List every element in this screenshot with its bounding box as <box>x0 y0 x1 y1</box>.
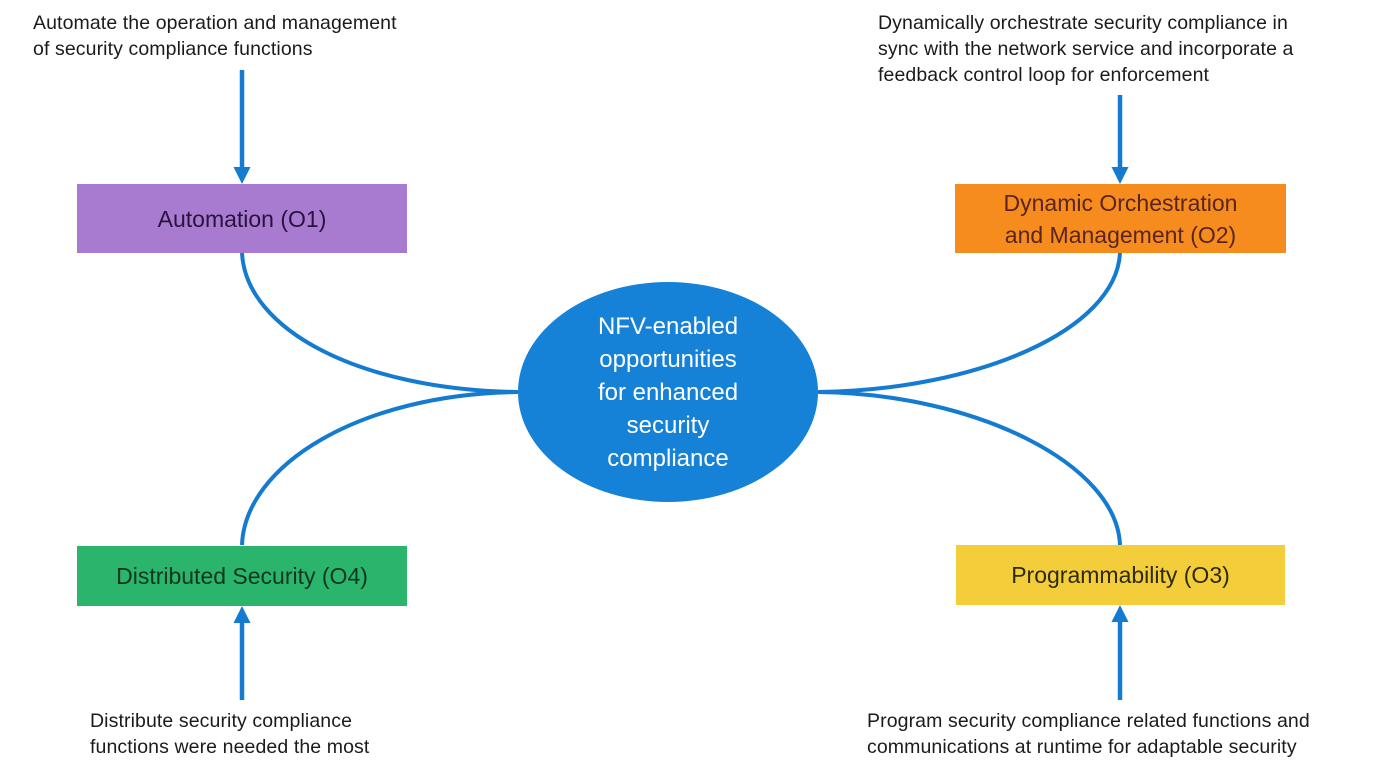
arrow-head-automation <box>233 167 251 184</box>
annotation-line: Dynamically orchestrate security complia… <box>878 12 1288 34</box>
annotation-orchestration: Dynamically orchestrate security complia… <box>878 10 1294 88</box>
curve-center-to-programmability <box>817 390 1122 546</box>
node-programmability: Programmability (O3) <box>956 545 1285 605</box>
annotation-line: sync with the network service and incorp… <box>878 38 1294 60</box>
center-label-line: opportunities <box>599 345 737 373</box>
node-orchestration-label-line: and Management (O2) <box>1004 221 1237 248</box>
node-orchestration: Dynamic Orchestration and Management (O2… <box>955 184 1286 253</box>
center-label-line: NFV-enabled <box>597 312 739 340</box>
arrow-head-distributed <box>233 606 251 623</box>
annotation-distributed: Distribute security compliance functions… <box>90 708 369 760</box>
center-label-line: for enhanced <box>597 378 739 406</box>
annotation-automation: Automate the operation and management of… <box>33 10 397 62</box>
node-automation-label: Automation (O1) <box>157 205 327 232</box>
annotation-line: functions were needed the most <box>90 736 370 758</box>
annotation-line: Program security compliance related func… <box>867 710 1310 732</box>
center-label-line: compliance <box>607 444 729 472</box>
annotation-line: Automate the operation and management <box>33 12 397 34</box>
center-label: NFV-enabled opportunities for enhanced s… <box>543 304 793 480</box>
node-orchestration-label-line: Dynamic Orchestration <box>1003 189 1238 216</box>
node-distributed-label: Distributed Security (O4) <box>116 563 368 589</box>
curve-center-to-distributed <box>240 390 519 546</box>
arrow-head-programmability <box>1111 605 1129 622</box>
annotation-line: Distribute security compliance <box>90 710 353 732</box>
center-label-line: security <box>626 411 710 439</box>
center-ellipse <box>518 282 818 502</box>
annotation-line: of security compliance functions <box>33 38 313 60</box>
annotation-line: feedback control loop for enforcement <box>878 64 1210 86</box>
node-programmability-label: Programmability (O3) <box>1011 562 1230 588</box>
node-automation: Automation (O1) <box>77 184 407 253</box>
arrow-head-orchestration <box>1111 167 1129 184</box>
annotation-programmability: Program security compliance related func… <box>867 708 1310 760</box>
annotation-line: communications at runtime for adaptable … <box>867 736 1297 758</box>
curve-center-to-orchestration <box>817 252 1122 394</box>
node-distributed: Distributed Security (O4) <box>77 546 407 606</box>
curve-center-to-automation <box>240 252 519 394</box>
